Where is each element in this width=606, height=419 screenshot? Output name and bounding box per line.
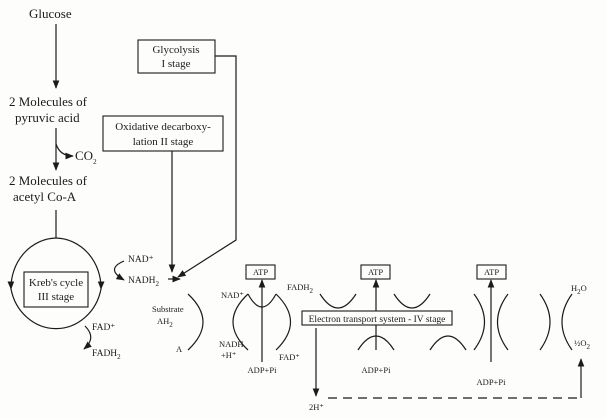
atp-synthesis-3-left: [473, 293, 485, 351]
oxidized-substrate-label: A: [176, 344, 183, 354]
acetyl-label-line2: acetyl Co-A: [13, 189, 77, 204]
krebs-cycle-box: [23, 271, 89, 308]
glucose-label: Glucose: [29, 6, 72, 21]
krebs-cycle-arc-bottom: [10, 288, 102, 330]
atp-1-label: ATP: [253, 267, 268, 277]
atp-2-label: ATP: [368, 267, 383, 277]
adp-pi-3-label: ADP+Pi: [477, 377, 507, 387]
atp-2-box: [360, 264, 391, 280]
two-h-plus-label: 2H⁺: [309, 402, 324, 412]
krebs-cycle-label-line2: III stage: [38, 291, 74, 303]
krebs-cycle-arc-right: [55, 237, 105, 290]
chain-nadh-label-line1: NADH: [219, 339, 244, 349]
terminal-carrier-left: [539, 293, 551, 351]
acetyl-label-line1: 2 Molecules of: [9, 173, 88, 188]
nad-reduction-arrow: [113, 260, 125, 281]
chain-carrier-1-left: [187, 293, 204, 351]
glycolysis-to-chain-arrow: [177, 55, 237, 278]
chain-carrier-5: [429, 335, 467, 351]
pyruvic-label-line2: pyruvic acid: [15, 110, 80, 125]
chain-fadh2-label: FADH2: [287, 282, 314, 295]
water-label: H2O: [571, 283, 587, 296]
glycolysis-label-line1: Glycolysis: [152, 44, 199, 56]
adp-pi-2-label: ADP+Pi: [362, 365, 392, 375]
chain-carrier-1-right: [232, 293, 249, 351]
electron-transport-box: [301, 310, 453, 326]
atp-3-label: ATP: [484, 267, 499, 277]
krebs-cycle-label-line1: Kreb's cycle: [29, 277, 83, 289]
glycolysis-stage-box: [137, 39, 216, 74]
pyruvic-label-line1: 2 Molecules of: [9, 94, 88, 109]
atp-3-box: [476, 264, 507, 280]
chain-nad-plus-label: NAD⁺: [221, 290, 244, 300]
terminal-carrier-right: [561, 293, 573, 351]
chain-carrier-2-left: [275, 293, 291, 351]
chain-fad-plus-label: FAD⁺: [279, 352, 300, 362]
oxidative-decarboxylation-box: [102, 115, 224, 152]
krebs-fadh2-label: FADH2: [92, 349, 121, 361]
chain-nadh-label-line2: +H⁺: [221, 350, 236, 360]
chain-carrier-3-left: [319, 293, 357, 309]
krebs-cycle-arc-top: [7, 237, 57, 290]
chain-carrier-4: [393, 293, 431, 309]
oxidative-label-line2: lation II stage: [133, 136, 194, 148]
electron-transport-label: Electron transport system - IV stage: [309, 315, 446, 325]
krebs-nadh2-label: NADH2: [128, 276, 159, 288]
krebs-nad-plus-label: NAD⁺: [128, 255, 154, 265]
fad-reduction-arrow: [83, 325, 92, 350]
glycolysis-label-line2: I stage: [161, 58, 190, 70]
atp-1-box: [245, 264, 276, 280]
krebs-fad-plus-label: FAD⁺: [92, 323, 115, 333]
adp-pi-1-label: ADP+Pi: [248, 365, 278, 375]
substrate-label-line1: Substrate: [152, 304, 184, 314]
atp-synthesis-3-right: [497, 293, 509, 351]
co2-release-arrow: [55, 143, 74, 160]
oxidative-label-line1: Oxidative decarboxy-: [115, 121, 211, 133]
co2-label: CO2: [75, 148, 97, 166]
half-o2-label: ½O2: [574, 338, 591, 351]
substrate-label-line2: AH2: [157, 316, 173, 329]
